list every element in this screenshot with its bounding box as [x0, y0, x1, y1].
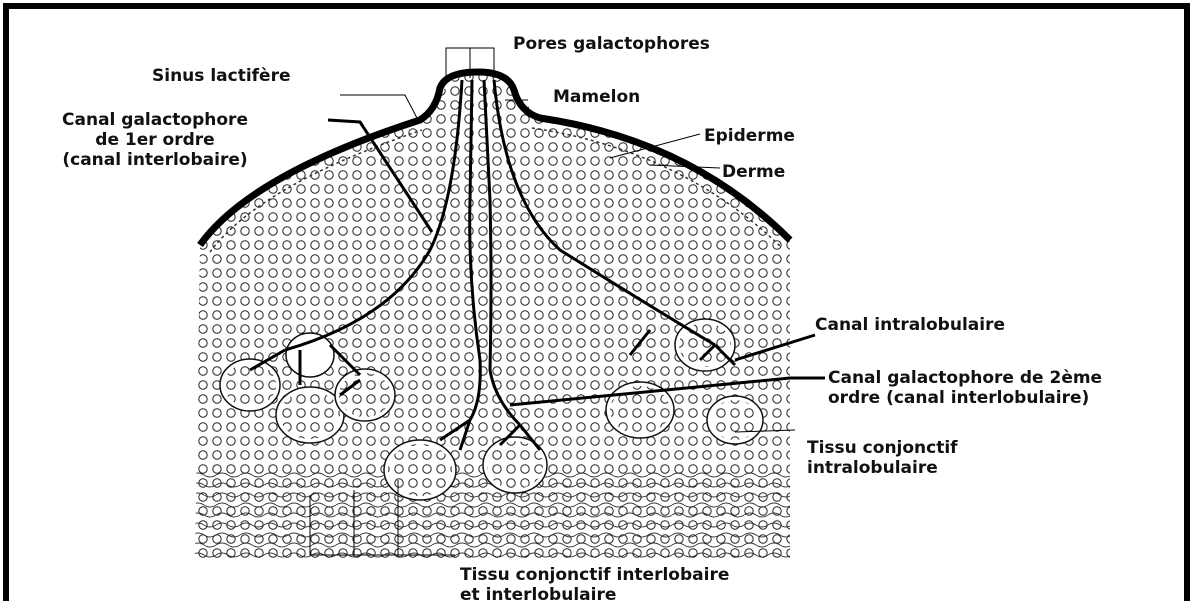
label-tissu-inter-line1: Tissu conjonctif interlobaire: [460, 565, 729, 585]
label-canal-1er-line2: de 1er ordre: [30, 130, 280, 150]
label-pores-galactophores: Pores galactophores: [513, 34, 710, 54]
label-tissu-intra-line1: Tissu conjonctif: [807, 438, 958, 458]
label-canal-1er-line3: (canal interlobaire): [30, 150, 280, 170]
label-mamelon: Mamelon: [553, 87, 640, 107]
label-tissu-intra-line2: intralobulaire: [807, 458, 958, 478]
label-tissu-inter-line2: et interlobulaire: [460, 585, 729, 605]
label-derme: Derme: [722, 162, 785, 182]
label-canal-1er-line1: Canal galactophore: [30, 110, 280, 130]
label-canal-intralobulaire: Canal intralobulaire: [815, 315, 1005, 335]
label-epiderme: Epiderme: [704, 126, 795, 146]
label-tissu-interlobaire: Tissu conjonctif interlobaire et interlo…: [460, 565, 729, 605]
label-canal-2eme-line1: Canal galactophore de 2ème: [828, 368, 1102, 388]
label-canal-1er-ordre: Canal galactophore de 1er ordre (canal i…: [30, 110, 280, 170]
label-canal-2eme-ordre: Canal galactophore de 2ème ordre (canal …: [828, 368, 1102, 408]
label-sinus-lactifere: Sinus lactifère: [152, 66, 290, 86]
label-canal-2eme-line2: ordre (canal interlobulaire): [828, 388, 1102, 408]
label-tissu-intralobulaire: Tissu conjonctif intralobulaire: [807, 438, 958, 478]
